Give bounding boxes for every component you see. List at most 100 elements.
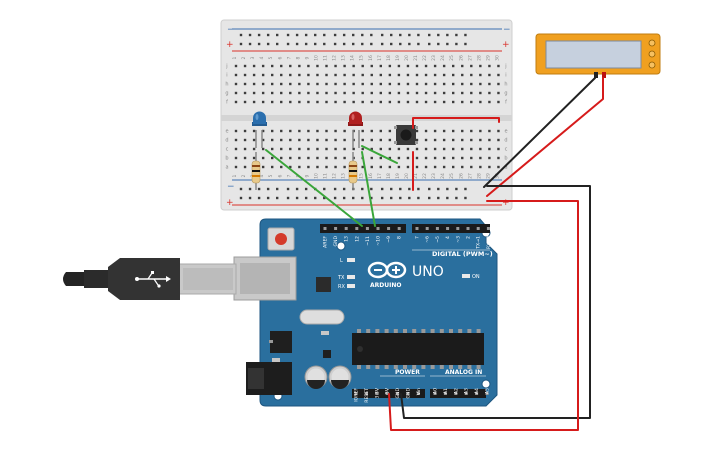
rail-hole[interactable] bbox=[399, 187, 402, 191]
breadboard-hole[interactable] bbox=[261, 73, 265, 77]
breadboard-hole[interactable] bbox=[479, 165, 482, 169]
breadboard-hole[interactable] bbox=[388, 129, 392, 133]
breadboard-hole[interactable] bbox=[497, 64, 500, 68]
breadboard-hole[interactable] bbox=[334, 64, 337, 68]
breadboard-hole[interactable] bbox=[497, 129, 500, 133]
header-pin[interactable] bbox=[464, 392, 468, 395]
breadboard-hole[interactable] bbox=[280, 73, 283, 77]
breadboard-hole[interactable] bbox=[298, 100, 301, 104]
breadboard-hole[interactable] bbox=[307, 129, 310, 133]
breadboard-hole[interactable] bbox=[307, 64, 310, 68]
breadboard-hole[interactable] bbox=[361, 165, 364, 169]
breadboard-hole[interactable] bbox=[252, 64, 256, 68]
rail-hole[interactable] bbox=[446, 42, 449, 46]
rail-hole[interactable] bbox=[464, 33, 467, 37]
breadboard-hole[interactable] bbox=[361, 73, 364, 77]
rail-hole[interactable] bbox=[239, 42, 243, 46]
rail-hole[interactable] bbox=[323, 196, 326, 200]
header-pin[interactable] bbox=[376, 227, 380, 230]
breadboard-hole[interactable] bbox=[261, 156, 265, 160]
breadboard-hole[interactable] bbox=[325, 156, 328, 160]
header-pin[interactable] bbox=[354, 392, 358, 395]
breadboard-hole[interactable] bbox=[497, 138, 500, 142]
breadboard-hole[interactable] bbox=[406, 82, 410, 86]
breadboard-hole[interactable] bbox=[488, 165, 491, 169]
breadboard-hole[interactable] bbox=[415, 100, 419, 104]
breadboard-hole[interactable] bbox=[271, 156, 274, 160]
breadboard-hole[interactable] bbox=[261, 91, 265, 95]
breadboard-hole[interactable] bbox=[271, 138, 274, 142]
wire-green-led-red[interactable] bbox=[361, 151, 376, 227]
rail-hole[interactable] bbox=[314, 33, 317, 37]
breadboard-hole[interactable] bbox=[479, 82, 482, 86]
breadboard-hole[interactable] bbox=[424, 64, 428, 68]
breadboard-hole[interactable] bbox=[307, 91, 310, 95]
breadboard-hole[interactable] bbox=[488, 73, 491, 77]
breadboard-hole[interactable] bbox=[316, 73, 319, 77]
breadboard-hole[interactable] bbox=[461, 147, 464, 151]
breadboard-hole[interactable] bbox=[370, 73, 373, 77]
header-pin[interactable] bbox=[364, 392, 368, 395]
breadboard-hole[interactable] bbox=[361, 147, 364, 151]
rail-hole[interactable] bbox=[257, 33, 261, 37]
rail-hole[interactable] bbox=[428, 42, 431, 46]
rail-hole[interactable] bbox=[257, 187, 261, 191]
breadboard-hole[interactable] bbox=[433, 165, 437, 169]
breadboard-hole[interactable] bbox=[452, 73, 455, 77]
breadboard-hole[interactable] bbox=[479, 129, 482, 133]
rail-hole[interactable] bbox=[304, 196, 308, 200]
breadboard-hole[interactable] bbox=[397, 156, 401, 160]
breadboard-hole[interactable] bbox=[433, 91, 437, 95]
breadboard-hole[interactable] bbox=[261, 129, 265, 133]
breadboard-hole[interactable] bbox=[379, 138, 382, 142]
rail-hole[interactable] bbox=[380, 33, 384, 37]
breadboard-hole[interactable] bbox=[433, 129, 437, 133]
breadboard-hole[interactable] bbox=[424, 82, 428, 86]
breadboard-hole[interactable] bbox=[452, 147, 455, 151]
breadboard-hole[interactable] bbox=[298, 147, 301, 151]
led-red[interactable] bbox=[348, 111, 363, 149]
breadboard-hole[interactable] bbox=[452, 156, 455, 160]
header-pin[interactable] bbox=[476, 227, 480, 230]
breadboard-hole[interactable] bbox=[397, 64, 401, 68]
breadboard-hole[interactable] bbox=[271, 100, 274, 104]
breadboard-hole[interactable] bbox=[271, 129, 274, 133]
breadboard-hole[interactable] bbox=[343, 91, 346, 95]
breadboard-hole[interactable] bbox=[343, 129, 346, 133]
breadboard-hole[interactable] bbox=[243, 129, 247, 133]
header-pin[interactable] bbox=[344, 227, 348, 230]
lcd-pin[interactable] bbox=[594, 72, 598, 78]
breadboard-hole[interactable] bbox=[433, 147, 437, 151]
breadboard-hole[interactable] bbox=[470, 138, 473, 142]
rail-hole[interactable] bbox=[428, 196, 431, 200]
breadboard-hole[interactable] bbox=[234, 165, 238, 169]
rail-hole[interactable] bbox=[333, 187, 337, 191]
breadboard-hole[interactable] bbox=[261, 138, 265, 142]
breadboard-hole[interactable] bbox=[343, 165, 346, 169]
wire-red-lcd-vcc[interactable] bbox=[486, 77, 604, 197]
breadboard-hole[interactable] bbox=[379, 100, 382, 104]
breadboard-hole[interactable] bbox=[243, 100, 247, 104]
rail-hole[interactable] bbox=[276, 33, 279, 37]
breadboard-hole[interactable] bbox=[343, 64, 346, 68]
breadboard-hole[interactable] bbox=[271, 64, 274, 68]
led-blue[interactable] bbox=[252, 111, 267, 149]
header-pin[interactable] bbox=[425, 227, 429, 230]
breadboard-hole[interactable] bbox=[280, 64, 283, 68]
rail-hole[interactable] bbox=[295, 33, 299, 37]
breadboard-hole[interactable] bbox=[271, 73, 274, 77]
breadboard-hole[interactable] bbox=[361, 100, 364, 104]
rail-hole[interactable] bbox=[248, 187, 252, 191]
breadboard-hole[interactable] bbox=[470, 82, 473, 86]
rail-hole[interactable] bbox=[428, 33, 431, 37]
breadboard-hole[interactable] bbox=[461, 165, 464, 169]
breadboard-hole[interactable] bbox=[307, 100, 310, 104]
rail-hole[interactable] bbox=[390, 187, 393, 191]
breadboard-hole[interactable] bbox=[415, 129, 419, 133]
breadboard-hole[interactable] bbox=[298, 165, 301, 169]
breadboard-hole[interactable] bbox=[433, 73, 437, 77]
rail-hole[interactable] bbox=[399, 196, 402, 200]
header-pin[interactable] bbox=[454, 392, 458, 395]
breadboard-hole[interactable] bbox=[415, 73, 419, 77]
